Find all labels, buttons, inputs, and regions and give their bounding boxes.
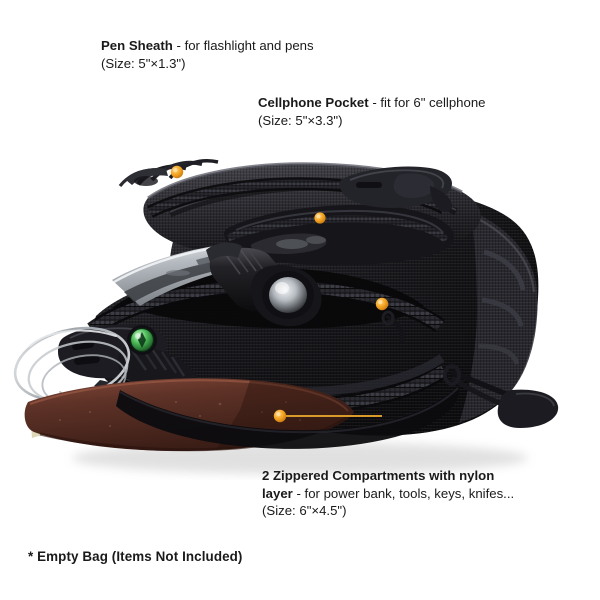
annotation-zippered-compartments-title-line2: layer [262, 485, 293, 501]
annotation-zippered-compartments-dash: - [292, 485, 305, 501]
annotation-cellphone-pocket-description: fit for 6" cellphone [380, 95, 486, 110]
cover-edge-highlight [29, 379, 349, 412]
flashlight [206, 242, 322, 327]
pouch-side-weave [459, 210, 538, 423]
zipper-pull [443, 364, 559, 428]
clip-slot [356, 182, 382, 188]
molle-webbing [477, 249, 526, 365]
flashlight-lens [269, 277, 307, 313]
annotation-zippered-compartments-size: (Size: 6"×4.5") [262, 503, 347, 519]
cellphone-pocket [224, 204, 455, 266]
annotation-zippered-compartments-line2: layer - for power bank, tools, keys, kni… [262, 485, 514, 503]
flashlight-tail [206, 242, 242, 262]
annotation-cellphone-pocket-dash: - [368, 95, 381, 110]
annotation-zippered-compartments: 2 Zippered Compartments with nylon layer… [262, 467, 514, 520]
lens-glint [275, 282, 289, 294]
annotation-zippered-compartments-title-line1: 2 Zippered Compartments with nylon [262, 468, 495, 483]
phone-screen-edge [124, 262, 220, 302]
annotation-pen-sheath-line1: Pen Sheath - for flashlight and pens [101, 37, 314, 55]
annotation-pen-sheath-description: for flashlight and pens [184, 38, 314, 53]
product-illustration [13, 159, 559, 474]
annotation-cellphone-pocket-title: Cellphone Pocket [258, 95, 369, 110]
side-seam [472, 215, 536, 293]
pull-loop [443, 364, 461, 386]
top-clip-buckle [339, 166, 452, 213]
annotation-pen-sheath-size: (Size: 5"×1.3") [101, 55, 186, 71]
product-photo [0, 140, 600, 480]
annotation-pen-sheath-title: Pen Sheath [101, 38, 173, 53]
annotation-cellphone-pocket-size: (Size: 5"×3.3") [258, 112, 343, 128]
cellphone-pocket-zipper [226, 215, 449, 243]
annotation-pen-sheath: Pen Sheath - for flashlight and pens (Si… [101, 37, 314, 72]
annotation-cellphone-pocket-line1: Cellphone Pocket - fit for 6" cellphone [258, 94, 486, 112]
pouch-bottom-edge [116, 386, 459, 449]
annotation-zippered-compartments-description: for power bank, tools, keys, knifes... [304, 485, 515, 501]
phone-highlight [113, 246, 215, 284]
pocket-rim [235, 209, 444, 234]
footer-note: * Empty Bag (Items Not Included) [28, 549, 243, 564]
annotation-cellphone-pocket: Cellphone Pocket - fit for 6" cellphone … [258, 94, 486, 129]
annotation-pen-sheath-dash: - [172, 38, 185, 53]
pull-tab [497, 389, 559, 428]
